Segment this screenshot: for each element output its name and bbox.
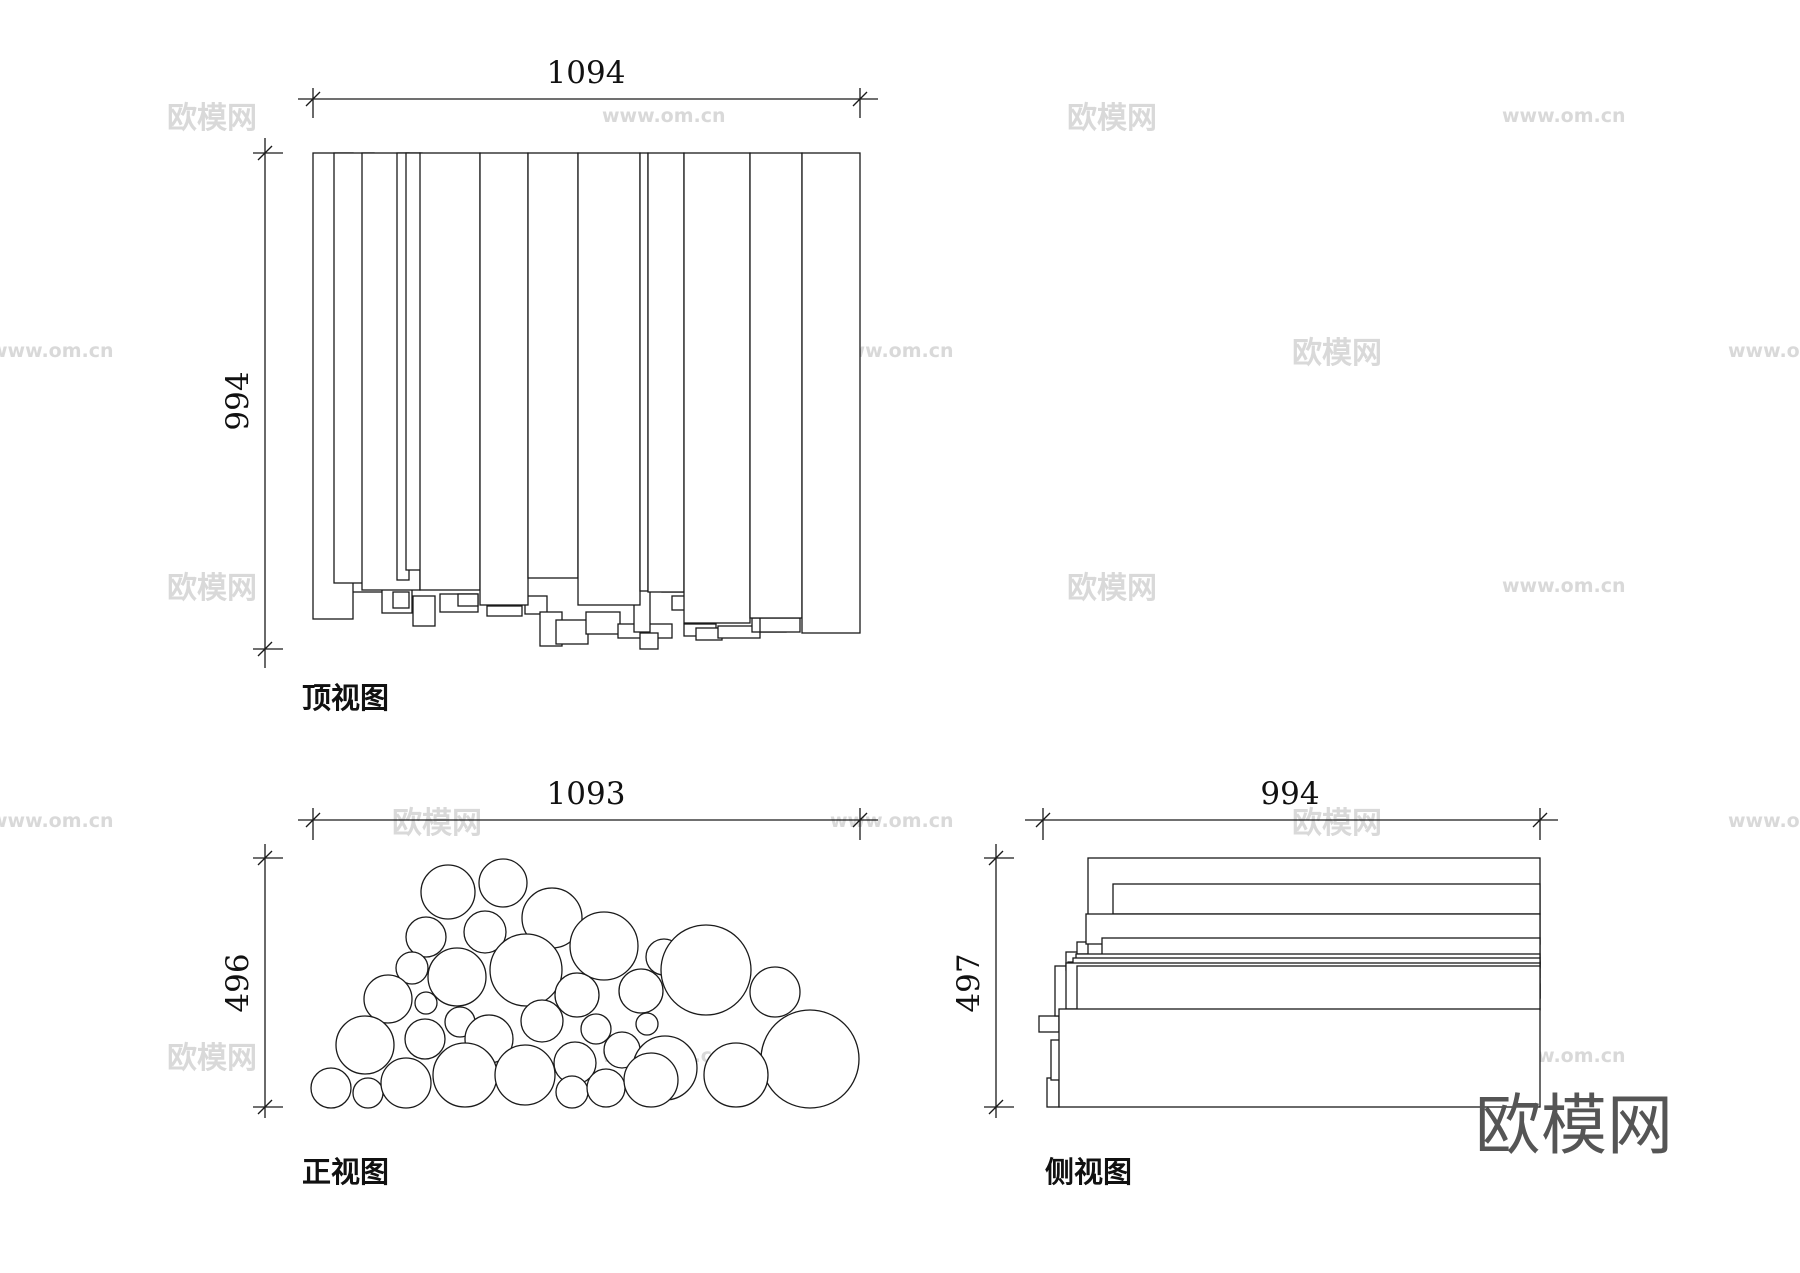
log-end [380,1057,432,1109]
log-end [404,1018,446,1060]
log-end [618,968,664,1014]
front-view-logs [310,858,860,1109]
log-end [432,1042,498,1108]
log-end [554,972,600,1018]
watermark-brand: 欧模网 [167,1041,257,1076]
log-end [623,1052,679,1108]
side-view-planks [1038,857,1541,1108]
front-height-dimension: 496 [220,844,283,1118]
watermark-brand: 欧模网 [392,806,482,841]
front-view-label: 正视图 [302,1155,389,1189]
top-width-dimension: 1094 [298,55,878,118]
log-end [427,947,487,1007]
top-view: 1094 994 [220,55,878,715]
side-view: 994 497 [951,776,1558,1189]
corner-brand-watermark: 欧模网 [1475,1087,1673,1164]
side-height-value: 497 [951,953,987,1012]
log-end [580,1013,612,1045]
log-end [310,1067,352,1109]
log-end [420,864,476,920]
watermark-url: www.om.cn [0,340,114,362]
log-end [660,924,752,1016]
log-end [555,1075,589,1109]
side-height-dimension: 497 [951,844,1014,1118]
log-end [363,974,413,1024]
top-depth-value: 994 [220,371,256,430]
log-end [569,911,639,981]
log-end [395,951,429,985]
log-end [489,933,563,1007]
side-width-value: 994 [1260,776,1319,812]
log-end [494,1044,556,1106]
top-view-label: 顶视图 [302,681,389,715]
watermark-url: www.om.cn [0,810,114,832]
watermark-url: www.om.cn [1502,575,1626,597]
top-view-slats [312,152,861,634]
log-end [520,999,564,1043]
watermark-url: www.om.cn [830,340,954,362]
watermark-brand: 欧模网 [167,571,257,606]
top-view-small-pieces [347,577,801,650]
watermark-url: www.om.cn [830,810,954,832]
watermark-brand: 欧模网 [1067,101,1157,136]
watermark-url: www.om.cn [1502,105,1626,127]
watermark-url: www.om.cn [602,105,726,127]
side-view-label: 侧视图 [1045,1155,1132,1189]
side-width-dimension: 994 [1025,776,1558,840]
log-end [463,910,507,954]
top-depth-dimension: 994 [220,138,283,668]
watermark-brand: 欧模网 [167,101,257,136]
log-end [478,858,528,908]
watermark-url: www.om.cn [1728,340,1800,362]
log-end [586,1068,626,1108]
front-width-dimension: 1093 [298,776,878,840]
log-end [414,991,438,1015]
log-end [635,1012,659,1036]
watermark-url: www.om.cn [1728,810,1800,832]
watermark-brand: 欧模网 [1292,336,1382,371]
log-end [749,966,801,1018]
top-width-value: 1094 [547,55,626,91]
watermark-brand: 欧模网 [1292,806,1382,841]
log-end [760,1009,860,1109]
front-width-value: 1093 [547,776,626,812]
log-end [352,1077,384,1109]
front-view: 1093 496 [220,776,878,1189]
front-height-value: 496 [220,953,256,1012]
watermark-brand: 欧模网 [1067,571,1157,606]
log-end [335,1015,395,1075]
log-end [405,916,447,958]
log-end [703,1042,769,1108]
